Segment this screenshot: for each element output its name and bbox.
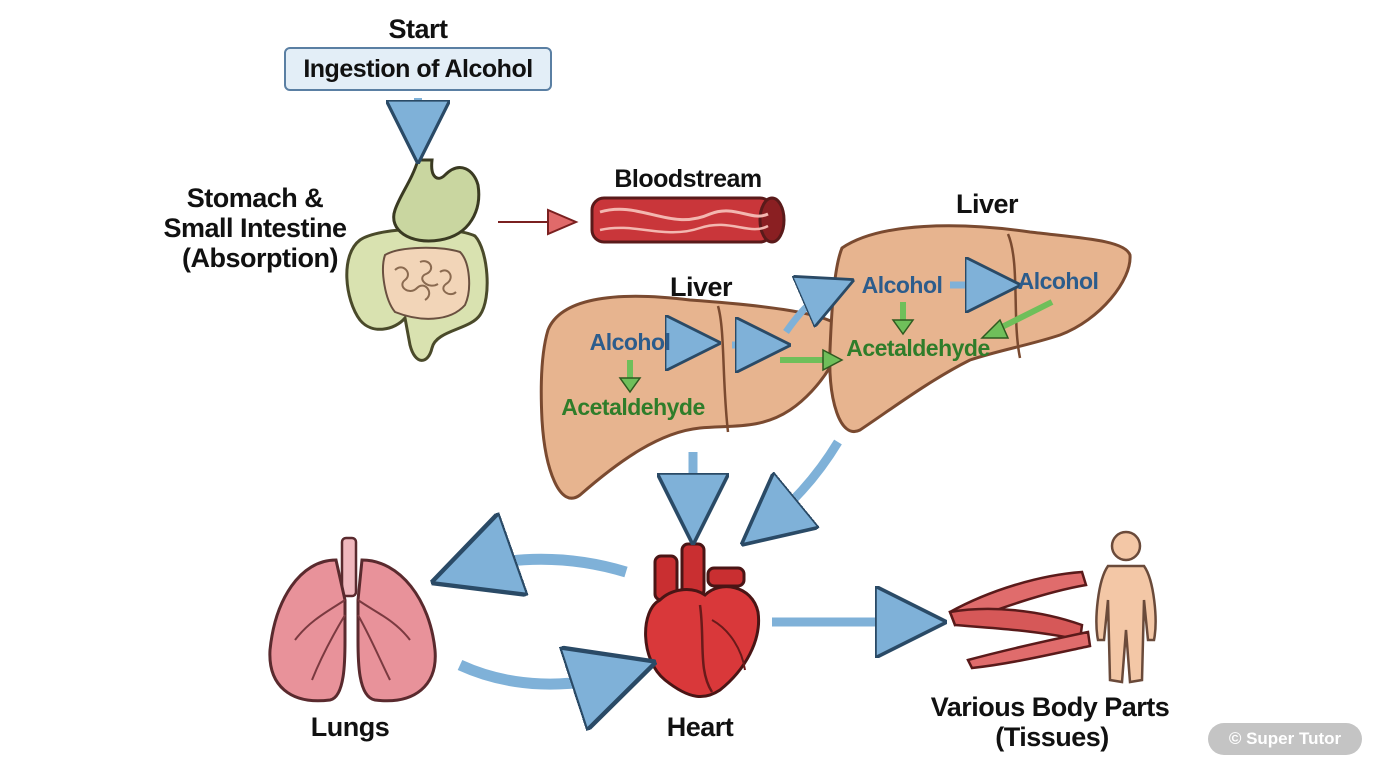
start-heading: Start [388,14,448,44]
body-label-line1: Various Body Parts [930,692,1170,722]
liver-right-acetaldehyde: Acetaldehyde [846,335,990,361]
digestive-tract-illustration [345,158,489,362]
heart-label: Heart [666,712,734,742]
bloodstream-label: Bloodstream [614,165,762,193]
heart-illustration [644,542,761,699]
lungs-illustration [268,536,437,703]
liver-right-alcohol-right: Alcohol [1017,268,1099,294]
body-label-line2: (Tissues) [995,722,1109,752]
lungs-label: Lungs [310,712,390,742]
liver-right-illustration [828,224,1132,433]
muscle-tissue-illustration [948,570,1092,670]
liver-left-acetaldehyde: Acetaldehyde [561,394,705,420]
arrow-liver-right-to-heart [762,439,842,528]
liver-right-title: Liver [955,189,1019,219]
arrow-heart-to-lungs [462,559,628,572]
stomach-label-line1: Stomach & [186,183,324,213]
stomach-label-line3: (Absorption) [182,243,338,273]
watermark-badge: © Super Tutor [1208,723,1362,755]
stomach-label-line2: Small Intestine [163,213,347,243]
liver-left-alcohol: Alcohol [589,329,671,355]
arrow-absorption-to-bloodstream [498,208,579,236]
blood-vessel-illustration [590,196,786,244]
reaction-arrows [618,299,1054,394]
arrow-alcohol-right-to-acetaldehyde [994,299,1054,333]
ingestion-box: Ingestion of Alcohol [284,47,552,91]
arrow-curve-up-to-liver-right [783,288,835,335]
liver-right-alcohol-left: Alcohol [861,272,943,298]
flow-arrows [418,98,1000,684]
liver-left-title: Liver [669,272,733,302]
human-figure-illustration [1095,530,1157,684]
arrow-lungs-to-heart [457,665,625,684]
